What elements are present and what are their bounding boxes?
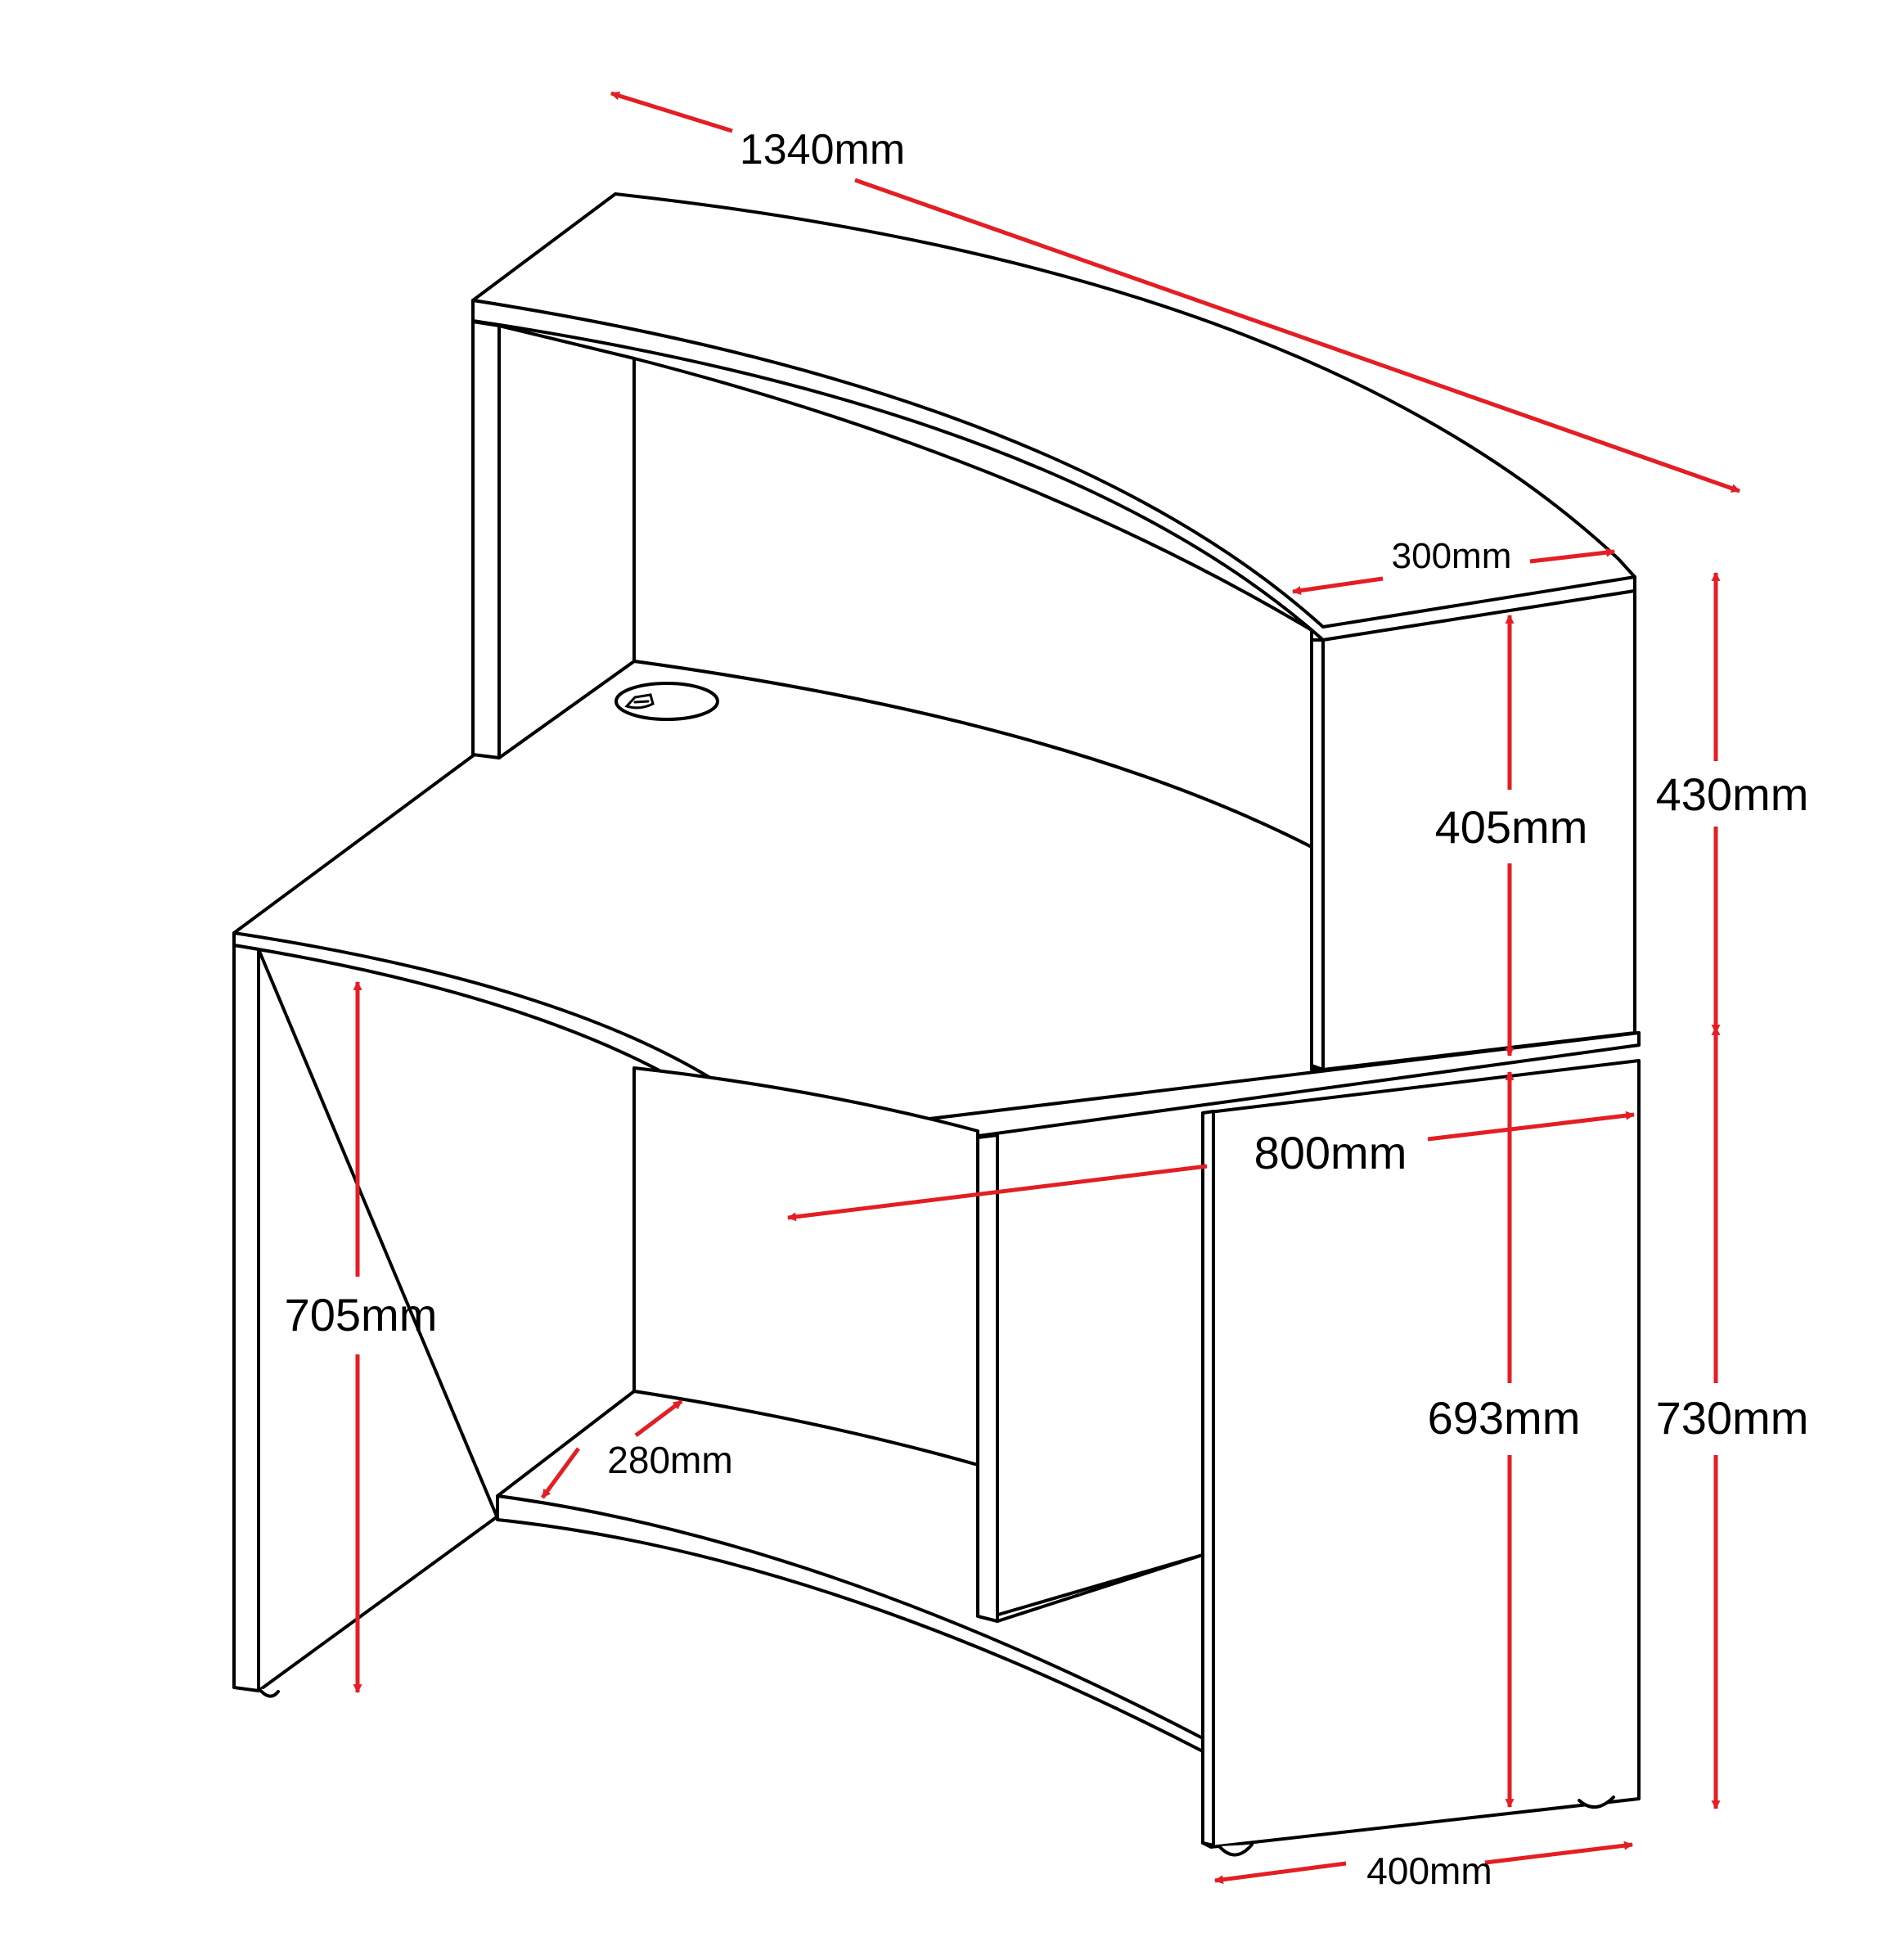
desk-depth-arrow-right xyxy=(1427,1111,1636,1142)
right-end-panel-edge xyxy=(1201,1110,1215,1847)
cable-grommet-flap-line xyxy=(633,700,650,704)
hutch-total-height-label: 430mm xyxy=(1656,768,1809,820)
overall-width-arrow-left xyxy=(610,91,733,133)
desk-depth-label: 800mm xyxy=(1254,1127,1407,1178)
cable-grommet-outer xyxy=(614,682,719,721)
hutch-depth-arrow-right xyxy=(1529,547,1616,564)
left-side-panel xyxy=(232,944,260,1692)
hutch-depth-arrow-left xyxy=(1291,576,1384,596)
hutch-left-panel xyxy=(471,320,501,759)
cable-grommet-flap xyxy=(624,693,655,710)
right-end-panel xyxy=(1201,1059,1641,1849)
dimension-labels: 1340mm 300mm 430mm 405mm 800mm 705mm 693… xyxy=(285,126,1809,1892)
hutch-left-panel-inner xyxy=(497,324,636,759)
inner-height-right-label: 693mm xyxy=(1428,1392,1581,1444)
hutch-right-end xyxy=(1321,589,1636,1071)
desk-depth-arrow-left xyxy=(786,1164,1208,1222)
cable-grommet xyxy=(614,682,719,721)
hutch-inner-height-label: 405mm xyxy=(1435,801,1588,853)
desk-top-edge xyxy=(232,931,1641,1164)
right-foot-back xyxy=(1578,1796,1615,1809)
overall-width-label: 1340mm xyxy=(740,126,905,173)
inner-height-left-label: 705mm xyxy=(285,1289,438,1340)
middle-divider-panel xyxy=(976,1133,999,1623)
divider-shelf-line xyxy=(996,1553,1204,1623)
desk-height-label: 730mm xyxy=(1656,1392,1809,1444)
hutch-right-panel xyxy=(1310,638,1325,1071)
hutch-depth-label: 300mm xyxy=(1392,536,1512,576)
overall-width-arrow-right xyxy=(854,178,1741,493)
dimension-arrows xyxy=(353,91,1741,1885)
base-depth-label: 400mm xyxy=(1366,1850,1492,1892)
shelf-depth-arrow-down xyxy=(540,1447,581,1499)
left-foot xyxy=(257,1687,280,1698)
base-depth-arrow-left xyxy=(1213,1861,1347,1885)
desk-drawing xyxy=(232,192,1641,1857)
shelf-depth-label: 280mm xyxy=(607,1439,732,1481)
base-depth-arrow-right xyxy=(1484,1841,1634,1865)
shelf-depth-arrow-up xyxy=(634,1399,683,1437)
right-foot-front xyxy=(1218,1843,1254,1857)
